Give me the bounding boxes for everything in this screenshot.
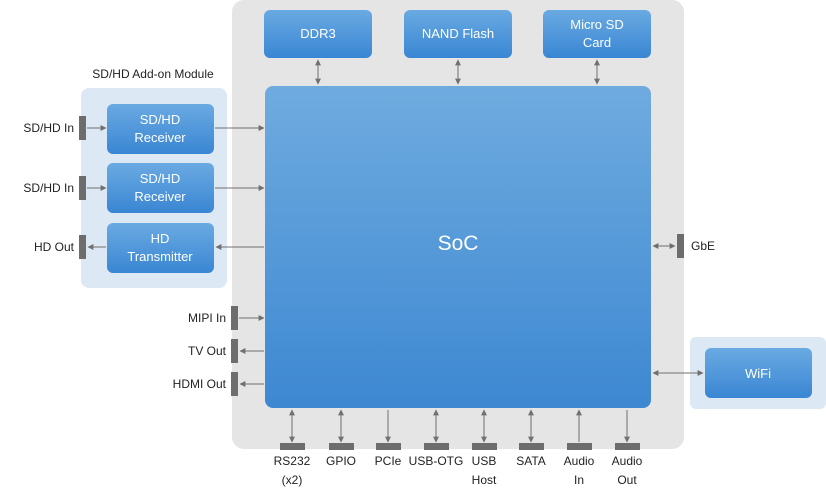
soc-label: SoC bbox=[438, 232, 479, 255]
connections bbox=[87, 59, 704, 443]
sdhd-receiver-1-line2: Receiver bbox=[134, 130, 186, 145]
port-label-hdmi-out: HDMI Out bbox=[173, 377, 227, 391]
connector-usbotg bbox=[424, 443, 449, 450]
hd-transmitter-block: HD Transmitter bbox=[107, 223, 214, 273]
port-label-sdhd-in-2: SD/HD In bbox=[23, 181, 74, 195]
connector-hdmi-out bbox=[231, 372, 238, 396]
sdhd-receiver-2-block: SD/HD Receiver bbox=[107, 163, 214, 213]
soc-block: SoC bbox=[265, 86, 651, 408]
port-label-sata: SATA bbox=[516, 454, 546, 468]
connectors bbox=[79, 116, 684, 450]
port-label-hd-out: HD Out bbox=[34, 240, 75, 254]
port-label-usbhost-line1: USB bbox=[472, 454, 497, 468]
port-label-sdhd-in-1: SD/HD In bbox=[23, 121, 74, 135]
sdhd-receiver-2-line1: SD/HD bbox=[140, 171, 180, 186]
port-label-audioout-line2: Out bbox=[617, 473, 637, 487]
port-label-gbe: GbE bbox=[691, 239, 715, 253]
port-label-audioin-line2: In bbox=[574, 473, 584, 487]
port-label-tv-out: TV Out bbox=[188, 344, 227, 358]
wifi-block: WiFi bbox=[705, 348, 812, 398]
connector-gbe bbox=[677, 234, 684, 258]
ddr3-label: DDR3 bbox=[300, 26, 335, 41]
port-label-usbotg: USB-OTG bbox=[409, 454, 464, 468]
micro-sd-label-line2: Card bbox=[583, 35, 611, 50]
connector-hd-out bbox=[79, 235, 86, 259]
connector-gpio bbox=[329, 443, 354, 450]
connector-tv-out bbox=[231, 339, 238, 363]
micro-sd-label-line1: Micro SD bbox=[570, 17, 623, 32]
sdhd-receiver-1-block: SD/HD Receiver bbox=[107, 104, 214, 154]
nand-flash-block: NAND Flash bbox=[404, 10, 512, 58]
connector-audioin bbox=[567, 443, 592, 450]
connector-usbhost bbox=[472, 443, 497, 450]
connector-sdhd-in-1 bbox=[79, 116, 86, 140]
connector-sdhd-in-2 bbox=[79, 176, 86, 200]
port-label-pcie: PCIe bbox=[375, 454, 402, 468]
port-label-audioout-line1: Audio bbox=[612, 454, 643, 468]
hd-transmitter-line2: Transmitter bbox=[127, 249, 193, 264]
connector-audioout bbox=[615, 443, 640, 450]
connector-mipi-in bbox=[231, 306, 238, 330]
sdhd-receiver-2-line2: Receiver bbox=[134, 189, 186, 204]
nand-flash-label: NAND Flash bbox=[422, 26, 494, 41]
ddr3-block: DDR3 bbox=[264, 10, 372, 58]
micro-sd-block: Micro SD Card bbox=[543, 10, 651, 58]
port-label-rs232-line1: RS232 bbox=[274, 454, 311, 468]
sdhd-receiver-1-line1: SD/HD bbox=[140, 112, 180, 127]
hd-transmitter-line1: HD bbox=[151, 231, 170, 246]
connector-rs232 bbox=[280, 443, 305, 450]
connector-sata bbox=[519, 443, 544, 450]
port-label-usbhost-line2: Host bbox=[472, 473, 497, 487]
port-label-audioin-line1: Audio bbox=[564, 454, 595, 468]
wifi-label: WiFi bbox=[745, 366, 771, 381]
port-label-mipi-in: MIPI In bbox=[188, 311, 226, 325]
port-label-rs232-line2: (x2) bbox=[282, 473, 303, 487]
port-label-gpio: GPIO bbox=[326, 454, 356, 468]
addon-module-title: SD/HD Add-on Module bbox=[92, 67, 214, 81]
connector-pcie bbox=[376, 443, 401, 450]
